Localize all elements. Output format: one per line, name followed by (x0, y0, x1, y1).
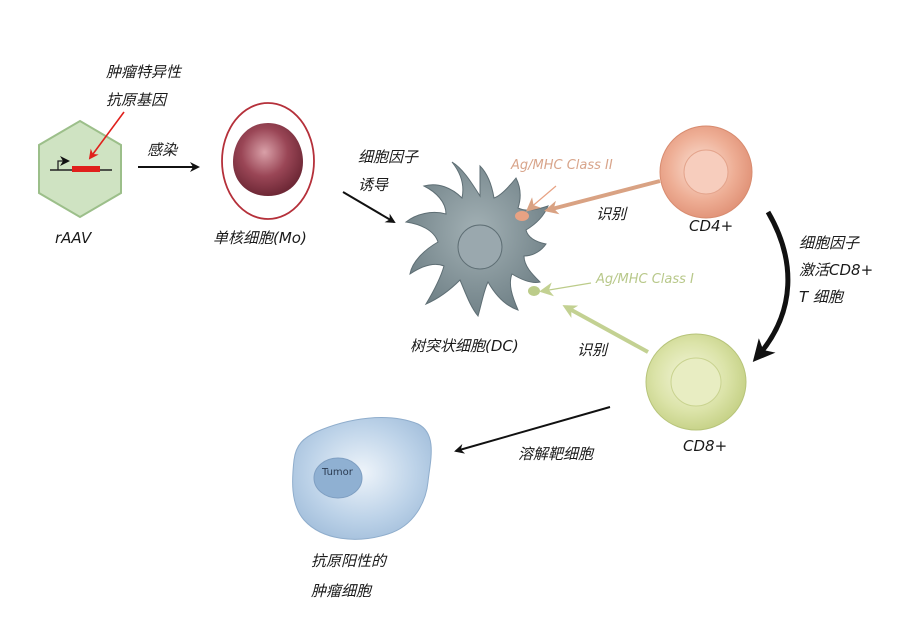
mhc1-label: Ag/MHC Class I (596, 272, 694, 287)
cytokine-line2: 诱导 (358, 176, 389, 194)
cytokine-induction-label: 细胞因子 诱导 (358, 143, 418, 199)
recognize-bottom-label: 识别 (577, 341, 608, 359)
lysis-arrow (454, 406, 611, 454)
mhc1-pointer (539, 282, 592, 297)
monocyte-label: 单核细胞(Mo) (213, 229, 307, 247)
cd4-label: CD4+ (689, 217, 734, 235)
tumor-caption: 抗原阳性的 肿瘤细胞 (311, 546, 386, 606)
monocyte-cell (221, 102, 315, 220)
cd8-recognition-arrow (562, 305, 649, 354)
mhc2-pointer (525, 185, 557, 212)
tumor-caption-line1: 抗原阳性的 (311, 552, 387, 570)
cytokine-line1: 细胞因子 (358, 148, 419, 166)
cd8-label: CD8+ (683, 437, 728, 455)
cd4-recognition-arrow (544, 179, 661, 215)
activation-label: 细胞因子 激活CD8+ T 细胞 (799, 230, 873, 311)
dendritic-cell (404, 161, 549, 318)
activation-line2: 激活CD8+ (799, 261, 874, 279)
recognize-top-label: 识别 (596, 205, 627, 223)
dc-nucleus (457, 224, 503, 270)
mhc2-label: Ag/MHC Class II (511, 158, 613, 173)
induction-arrow (342, 191, 396, 224)
mhc2-dot (515, 211, 529, 221)
activation-line3: T 细胞 (799, 288, 843, 306)
tumor-label: Tumor (322, 467, 353, 478)
dc-label: 树突状细胞(DC) (410, 337, 519, 355)
raav-label: rAAV (55, 229, 92, 247)
gene-label-line1: 肿瘤特异性 (106, 63, 182, 81)
tumor-nucleus (313, 457, 363, 499)
activation-line1: 细胞因子 (799, 234, 860, 252)
raav-virus (38, 119, 122, 219)
activation-arrow (752, 210, 791, 363)
gene-label: 肿瘤特异性 抗原基因 (106, 58, 181, 114)
lysis-label: 溶解靶细胞 (518, 445, 594, 463)
cd4-cell (659, 125, 753, 219)
promoter-icon (57, 156, 70, 170)
cd8-cell (645, 333, 747, 431)
mhc1-dot (528, 286, 540, 296)
tumor-caption-line2: 肿瘤细胞 (311, 582, 372, 600)
tumor-cell (292, 417, 432, 540)
gene-label-line2: 抗原基因 (106, 91, 167, 109)
monocyte-nucleus (233, 123, 303, 196)
infection-label: 感染 (147, 141, 178, 159)
antigen-gene (72, 166, 100, 172)
gene-pointer-arrow (88, 111, 125, 160)
